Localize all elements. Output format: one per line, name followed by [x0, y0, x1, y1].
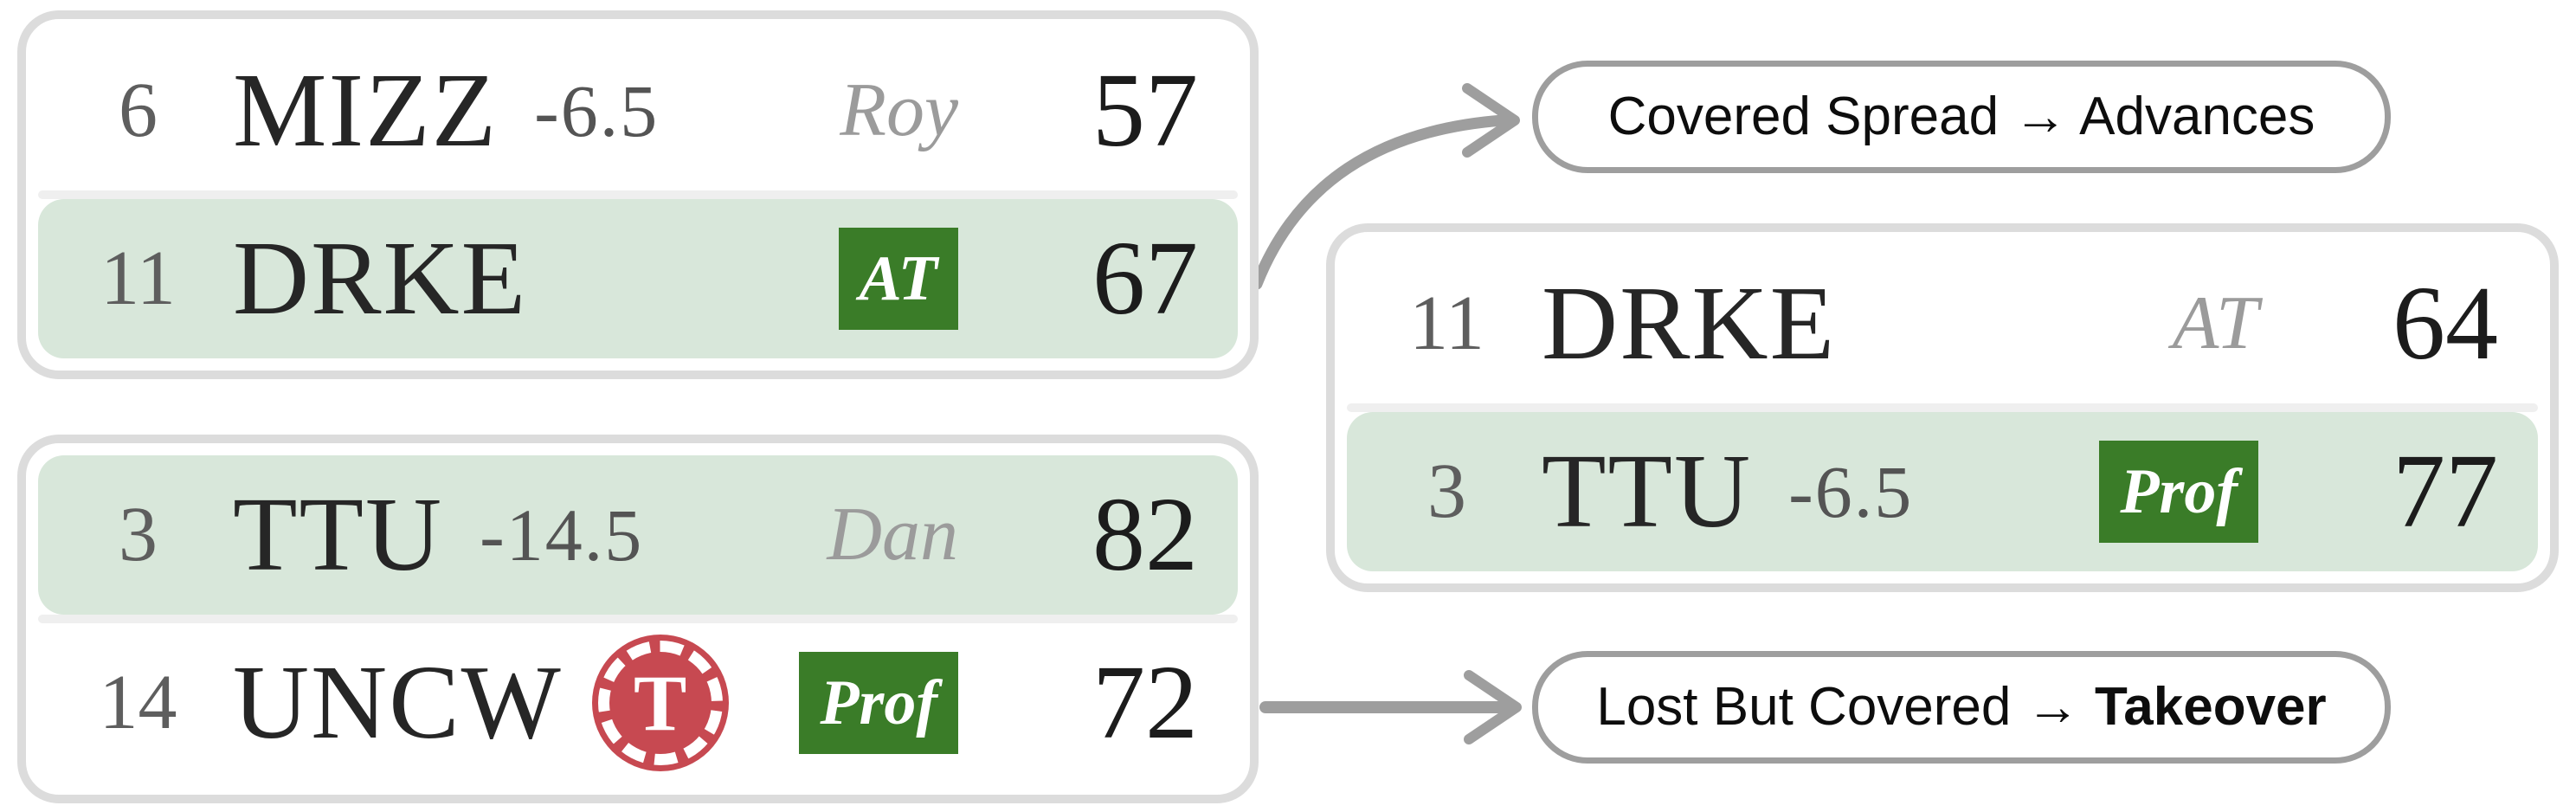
matchup-card-mizz-drke: 6 MIZZ -6.5 Roy 57 11 DRKE AT 67 [17, 10, 1259, 379]
team-row-mizz: 6 MIZZ -6.5 Roy 57 [38, 31, 1238, 190]
pick-tag-box: Prof [729, 652, 958, 754]
pick-tag-box: Roy [659, 73, 958, 149]
team-row-drke-winner: 11 DRKE AT 67 [38, 199, 1238, 358]
score-label: 67 [1092, 220, 1198, 337]
score-label: 72 [1092, 644, 1198, 761]
team-abbrev: DRKE [233, 220, 528, 337]
picker-badge: AT [838, 228, 958, 330]
team-row-uncw: 14 UNCW T Prof 72 [38, 623, 1238, 783]
team-abbrev: TTU [1542, 433, 1753, 550]
seed-label: 11 [100, 235, 176, 321]
row-divider [38, 190, 1238, 199]
picker-tag: Dan [827, 493, 958, 577]
team-row-drke: 11 DRKE AT 64 [1347, 244, 2538, 403]
score-label: 77 [2392, 433, 2498, 550]
team-abbrev: MIZZ [233, 52, 499, 169]
picker-tag: Roy [840, 68, 958, 152]
pick-tag-box: AT [527, 228, 958, 330]
takeover-chip-letter: T [634, 659, 687, 747]
spread-label: -14.5 [480, 493, 644, 577]
seed-label: 14 [99, 660, 177, 745]
picker-tag: AT [2172, 281, 2258, 365]
seed-label: 6 [119, 68, 158, 153]
seed-label: 11 [1409, 280, 1484, 366]
takeover-annotation-pill: Lost But Covered → Takeover [1532, 651, 2391, 764]
row-divider [1347, 403, 2538, 412]
picker-badge: Prof [799, 652, 958, 754]
advances-annotation-pill: Covered Spread → Advances [1532, 61, 2391, 173]
straight-arrow-head [1464, 670, 1522, 744]
matchup-card-drke-ttu: 11 DRKE AT 64 3 TTU -6.5 Prof 77 [1326, 223, 2559, 592]
pick-tag-box: AT [1836, 286, 2258, 362]
seed-label: 3 [1427, 448, 1466, 534]
advances-annotation-text: Covered Spread → Advances [1607, 87, 2315, 146]
row-divider [38, 615, 1238, 623]
team-row-ttu-winner: 3 TTU -14.5 Dan 82 [38, 455, 1238, 615]
pick-tag-box: Dan [643, 497, 958, 573]
seed-label: 3 [119, 492, 158, 577]
spread-label: -6.5 [1788, 450, 1914, 533]
team-abbrev: TTU [233, 476, 444, 593]
spread-label: -6.5 [534, 69, 660, 152]
takeover-annotation-bold-text: → Takeover [2025, 677, 2327, 737]
takeover-annotation-text: Lost But Covered [1596, 677, 2012, 737]
score-label: 64 [2392, 265, 2498, 382]
takeover-chip-icon: T [591, 635, 729, 771]
team-abbrev: UNCW [233, 644, 563, 761]
picker-badge: Prof [2099, 441, 2258, 543]
score-label: 82 [1092, 476, 1198, 593]
matchup-card-ttu-uncw: 3 TTU -14.5 Dan 82 14 UNCW T Prof 72 [17, 435, 1259, 803]
team-abbrev: DRKE [1542, 265, 1837, 382]
score-label: 57 [1092, 52, 1198, 169]
curved-arrow-head [1462, 83, 1520, 158]
team-row-ttu-winner: 3 TTU -6.5 Prof 77 [1347, 412, 2538, 571]
pick-tag-box: Prof [1913, 441, 2258, 543]
